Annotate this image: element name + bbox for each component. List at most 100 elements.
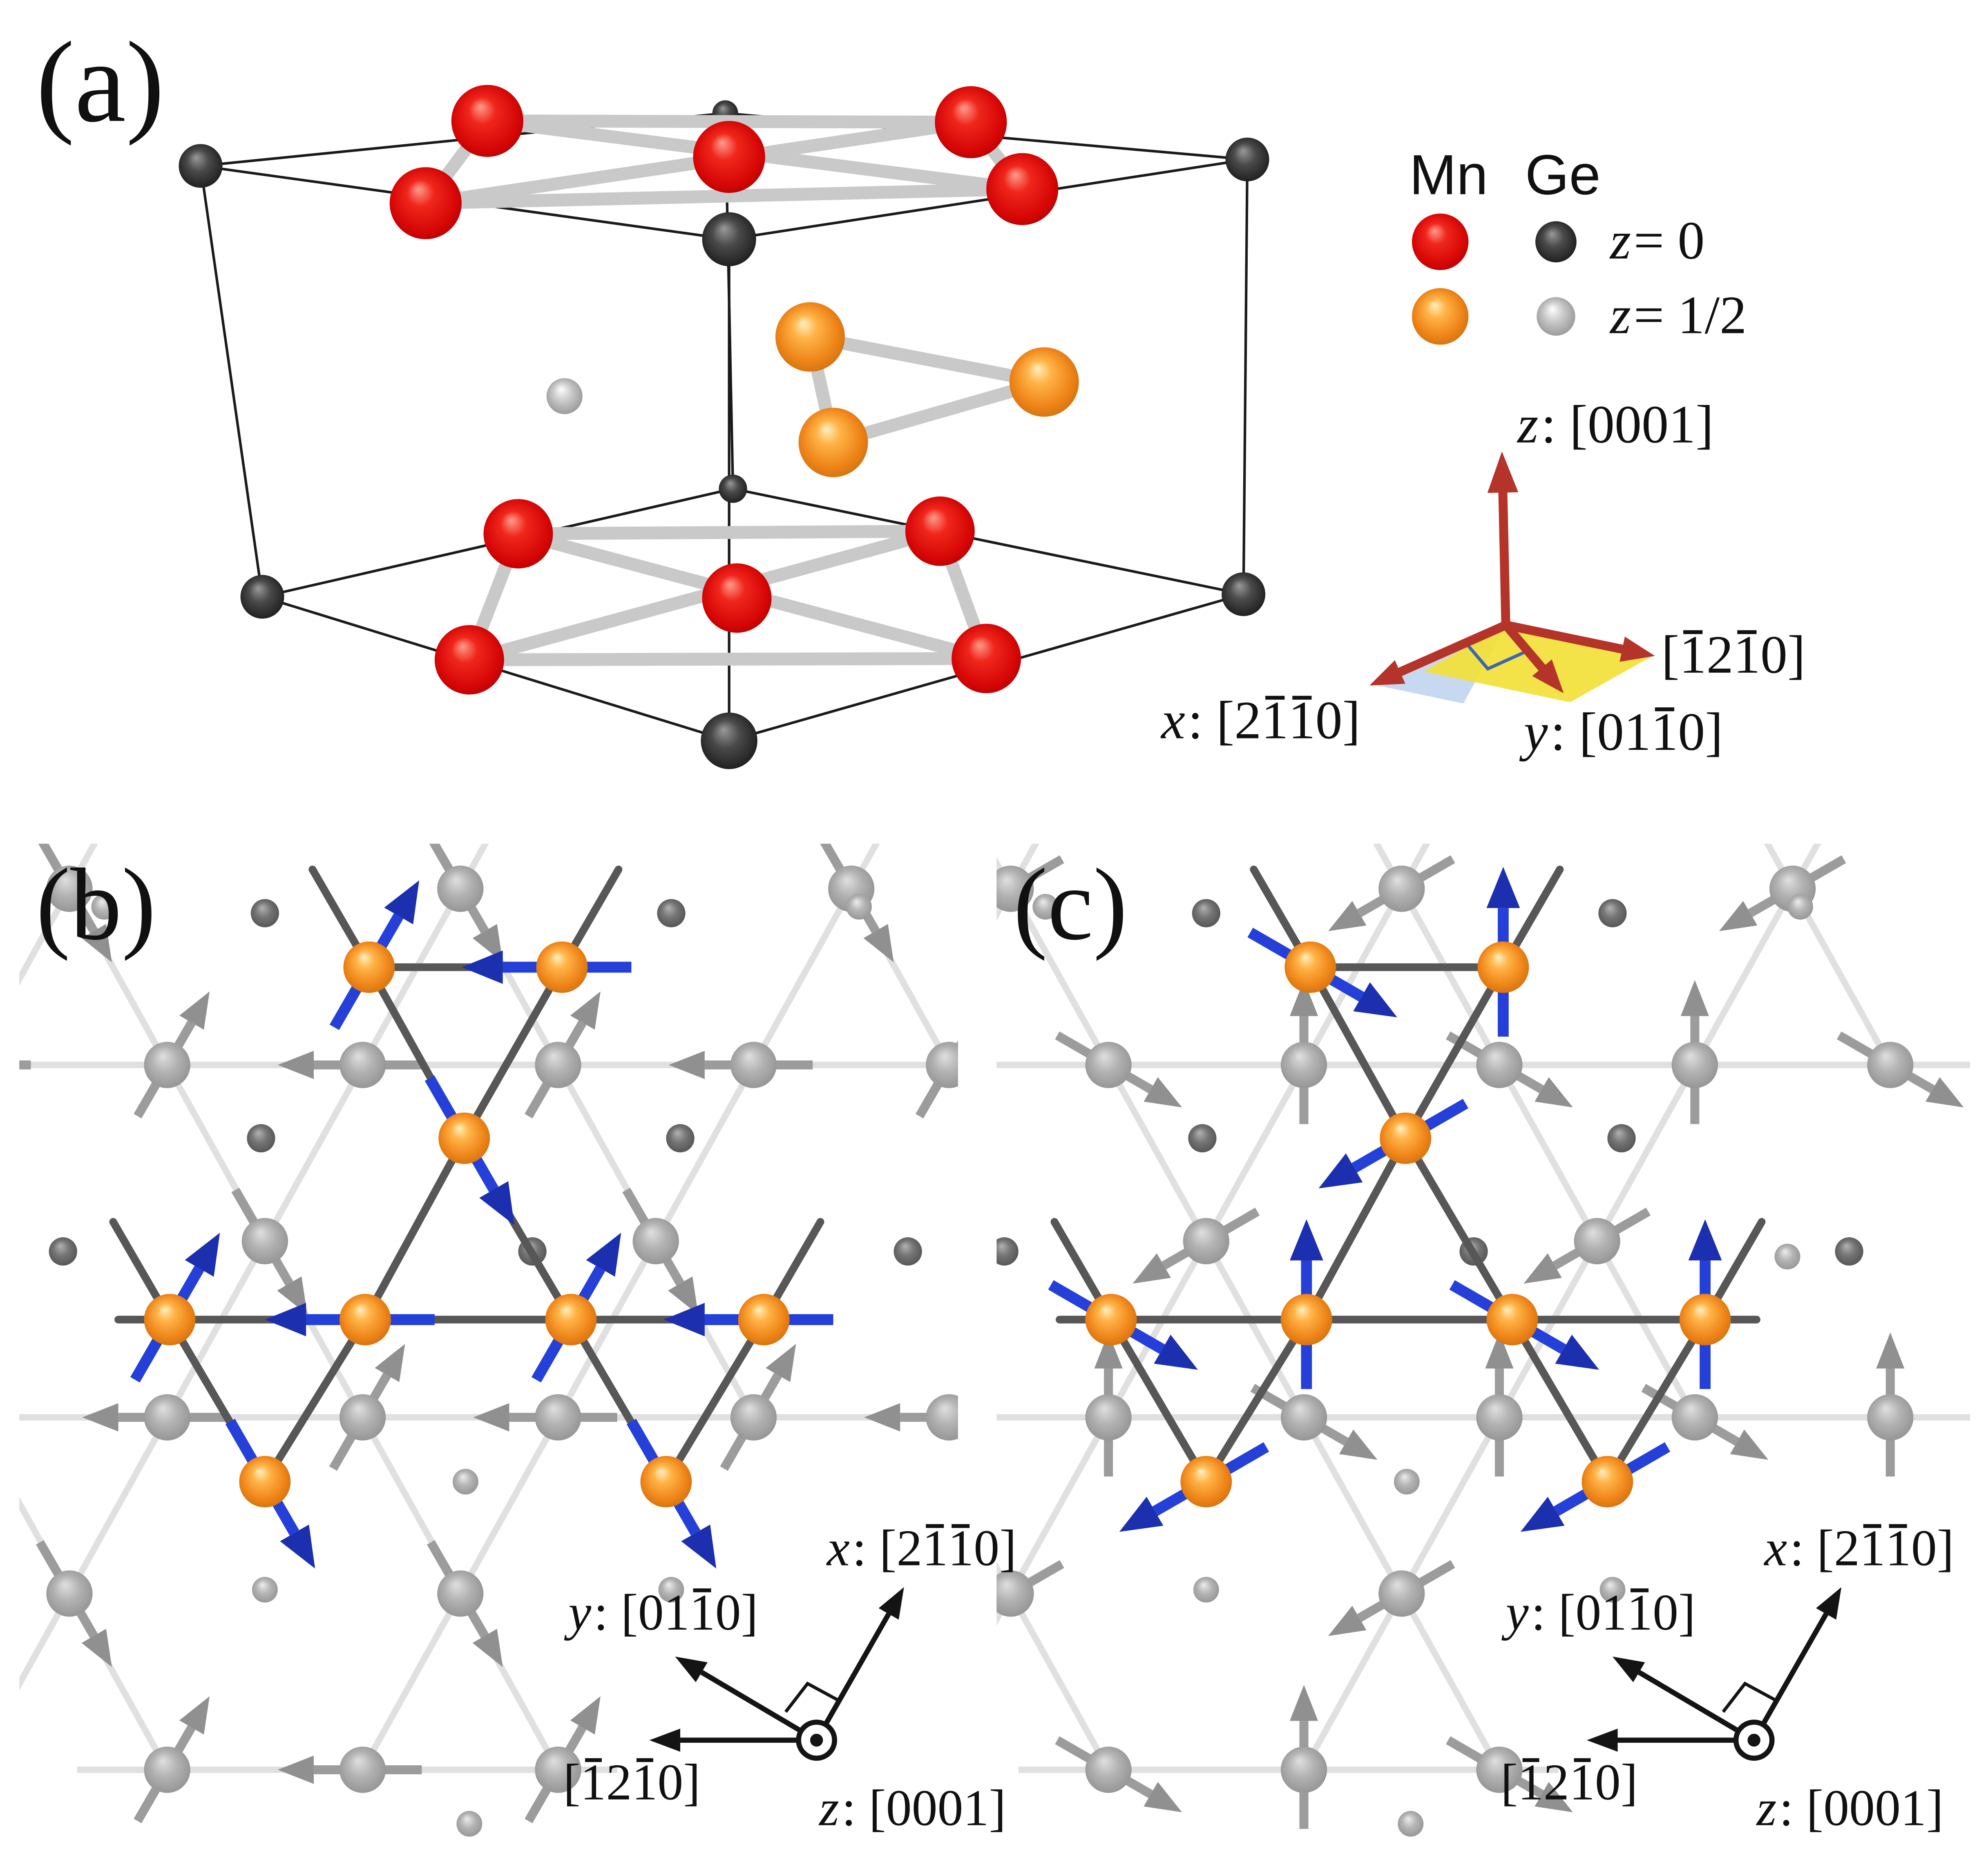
kagome-bond-bg bbox=[1764, 843, 1796, 890]
kagome-bond-bg bbox=[996, 1592, 1014, 1626]
mn-atom-bg bbox=[535, 1042, 581, 1088]
ge-atom-dark bbox=[1192, 899, 1220, 928]
spin-arrow-bg-head bbox=[277, 1051, 314, 1079]
spin-arrow-bg-head bbox=[1289, 980, 1318, 1016]
mn-atom-bg bbox=[1280, 1746, 1327, 1793]
kagome-bond-bg bbox=[164, 1239, 268, 1419]
mn-atom-orange bbox=[1085, 1294, 1137, 1346]
triad-right-label: [1210] bbox=[1661, 626, 1806, 686]
panel-a-label: (a) bbox=[36, 19, 165, 147]
spin-arrow-bg-head bbox=[570, 991, 601, 1030]
axis-arrow-y-head bbox=[675, 1656, 708, 1682]
spin-arrow-bg-head bbox=[1535, 1782, 1573, 1812]
ge-atom-light bbox=[1032, 894, 1059, 920]
mn-atom-orange bbox=[1280, 1294, 1332, 1346]
mn-atom-bg bbox=[535, 689, 581, 736]
mn-bond bbox=[826, 376, 1051, 449]
spin-arrow-bg-head bbox=[1680, 980, 1709, 1016]
spin-arrow-bg-head bbox=[937, 1606, 976, 1636]
spin-arrow-head bbox=[265, 1303, 306, 1337]
spin-arrow-bg-head bbox=[863, 924, 894, 962]
mn-atom-bg bbox=[1378, 1570, 1425, 1617]
legend-mn-z0-sphere bbox=[1412, 213, 1469, 270]
mn-atom-bg bbox=[1671, 1042, 1718, 1088]
panel-b-clip-group bbox=[19, 670, 992, 1837]
right-angle-marker bbox=[1722, 1682, 1777, 1713]
axis-arrow-m-head bbox=[649, 1729, 681, 1752]
kagome-bond-bg bbox=[360, 887, 463, 1067]
legend-ge-z12-sphere bbox=[1537, 297, 1575, 336]
ge-atom-dark bbox=[1835, 1237, 1863, 1266]
triad-arrow-z-head bbox=[1487, 451, 1519, 493]
mn-atom-bg bbox=[1085, 1746, 1132, 1793]
mn-atom-orange bbox=[775, 302, 845, 372]
mn-atom-bg bbox=[1476, 1746, 1523, 1793]
kagome-bond-bg bbox=[67, 1415, 170, 1595]
kagome-bond-bg bbox=[19, 1592, 72, 1691]
mn-atom-bg bbox=[730, 1042, 777, 1088]
kagome-bond-bg bbox=[1008, 887, 1112, 1067]
mn-atom-orange bbox=[798, 407, 868, 477]
mn-atom-red bbox=[952, 624, 1021, 693]
spin-arrow-bg-head bbox=[82, 1403, 118, 1432]
mn-atom-bg bbox=[1378, 865, 1425, 912]
spin-arrow-head bbox=[1555, 1335, 1599, 1370]
triad-arrow-right-head bbox=[1619, 636, 1655, 662]
mn-atom-bg bbox=[1280, 1042, 1327, 1088]
mn-atom-red bbox=[905, 496, 975, 566]
mn-atom-orange bbox=[343, 941, 395, 993]
panel-b-lattice bbox=[19, 670, 992, 1837]
spin-arrow-bg-head bbox=[1094, 1332, 1123, 1369]
kagome-bond-bg bbox=[1692, 887, 1796, 1067]
mn-atom-orange bbox=[536, 941, 588, 993]
b-m-label: [1210] bbox=[563, 1753, 701, 1811]
spin-arrow-bg-head bbox=[472, 1629, 503, 1667]
legend-z0-label: z = 0 bbox=[1610, 212, 1705, 272]
mn-atom-bg bbox=[1085, 1394, 1132, 1441]
kagome-bond bbox=[361, 1134, 468, 1324]
kagome-bond-bg bbox=[848, 843, 880, 890]
spin-arrow-head bbox=[479, 1181, 514, 1225]
mn-atom-orange bbox=[438, 1112, 490, 1164]
kagome-bond-bg bbox=[1398, 887, 1502, 1067]
mn-bond bbox=[419, 182, 1029, 210]
spin-arrow-head bbox=[1289, 1219, 1323, 1261]
ge-atom-dark bbox=[247, 1124, 275, 1153]
mn-atom-orange bbox=[1180, 1456, 1232, 1507]
mn-atom-bg bbox=[339, 1746, 386, 1793]
mn-atom-bg bbox=[144, 689, 190, 736]
kagome-bond bbox=[1401, 1134, 1516, 1324]
triad-arrow-y-head bbox=[1532, 659, 1564, 693]
mn-atom-bg bbox=[1867, 1042, 1914, 1088]
ge-atom-dark bbox=[1598, 899, 1627, 928]
kagome-bond-bg bbox=[1398, 1415, 1502, 1595]
spin-arrow-bg-head bbox=[668, 1051, 705, 1079]
kagome-bond-bg bbox=[1594, 1063, 1698, 1243]
mn-atom-bg bbox=[730, 1394, 777, 1441]
mn-atom-bg bbox=[241, 1218, 288, 1264]
kagome-bond bbox=[1306, 963, 1409, 1142]
spin-arrow-bg-head bbox=[961, 991, 992, 1030]
axis-arrow-y-shaft bbox=[1637, 1670, 1756, 1742]
mn-atom-orange bbox=[1486, 1294, 1538, 1346]
ge-atom-light bbox=[252, 1576, 278, 1603]
cell-edge bbox=[733, 487, 1244, 596]
ge-atom-light bbox=[1599, 1576, 1626, 1603]
kagome-bond-bg bbox=[1373, 843, 1405, 890]
mn-atom-red bbox=[451, 85, 524, 157]
mn-atom-bg bbox=[339, 1042, 386, 1088]
spin-arrow-bg-head bbox=[81, 924, 112, 962]
legend-mn-z12-sphere bbox=[1412, 288, 1469, 345]
spin-arrow-bg-head bbox=[1925, 725, 1964, 755]
axis-arrow-x-shaft bbox=[814, 1612, 891, 1742]
kagome-bond-bg bbox=[1789, 887, 1893, 1067]
spin-arrow-bg-shaft bbox=[138, 670, 192, 764]
triad-x-label: x: [2110] bbox=[1161, 692, 1360, 751]
mn-atom-bg bbox=[340, 689, 386, 736]
legend-spheres bbox=[1412, 213, 1577, 345]
mn-atom-bg bbox=[144, 1746, 190, 1793]
mn-atom-orange bbox=[144, 1294, 196, 1346]
axis-arrow-x-shaft bbox=[1751, 1612, 1829, 1742]
spin-arrow-bg-head bbox=[81, 1629, 112, 1667]
